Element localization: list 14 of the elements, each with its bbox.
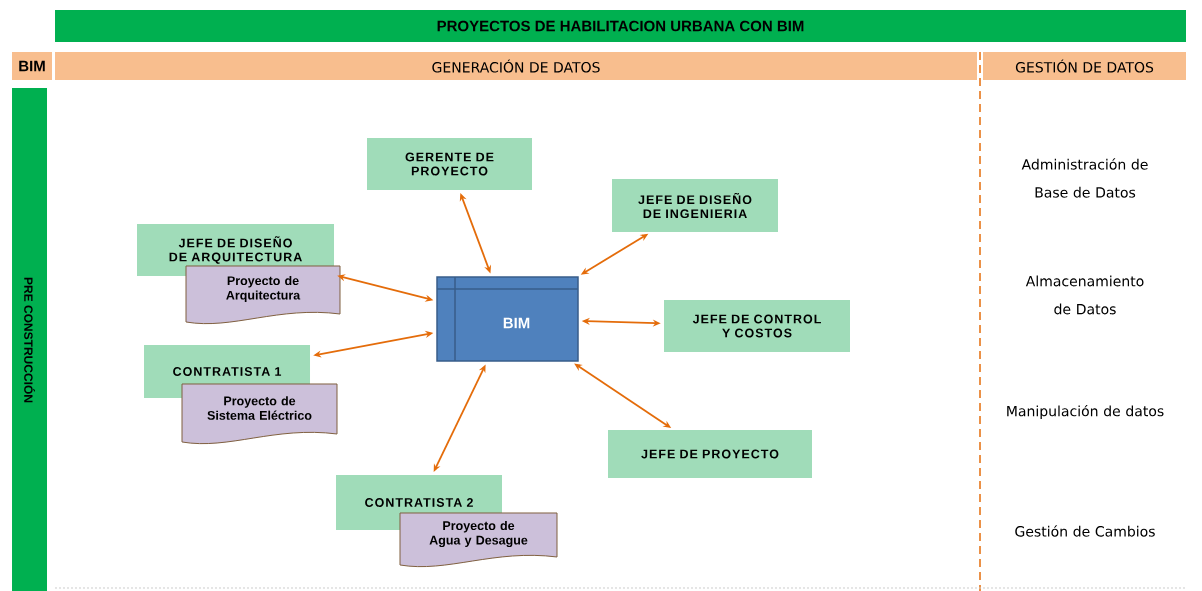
- header-band: GESTIÓN DE DATOS: [983, 52, 1186, 80]
- role-box: JEFE DE CONTROL Y COSTOS: [664, 300, 850, 352]
- header-band: BIM: [12, 52, 52, 80]
- phase-band: PRE CONSTRUCCIÓN: [12, 88, 47, 591]
- role-box: GERENTE DE PROYECTO: [367, 138, 532, 190]
- role-box: JEFE DE DISEÑO DE INGENIERIA: [612, 179, 778, 232]
- role-box: JEFE DE PROYECTO: [608, 430, 812, 478]
- bim-window-box: BIM: [436, 276, 579, 362]
- side-note: Manipulación de datos: [1007, 404, 1164, 420]
- side-note: Administración de Base de Datos: [1021, 158, 1148, 198]
- title-band: PROYECTOS DE HABILITACION URBANA CON BIM: [55, 10, 1186, 42]
- header-band: GENERACIÓN DE DATOS: [55, 52, 977, 80]
- side-note: Gestión de Cambios: [1015, 525, 1155, 537]
- side-note: Almacenamiento de Datos: [1025, 275, 1144, 315]
